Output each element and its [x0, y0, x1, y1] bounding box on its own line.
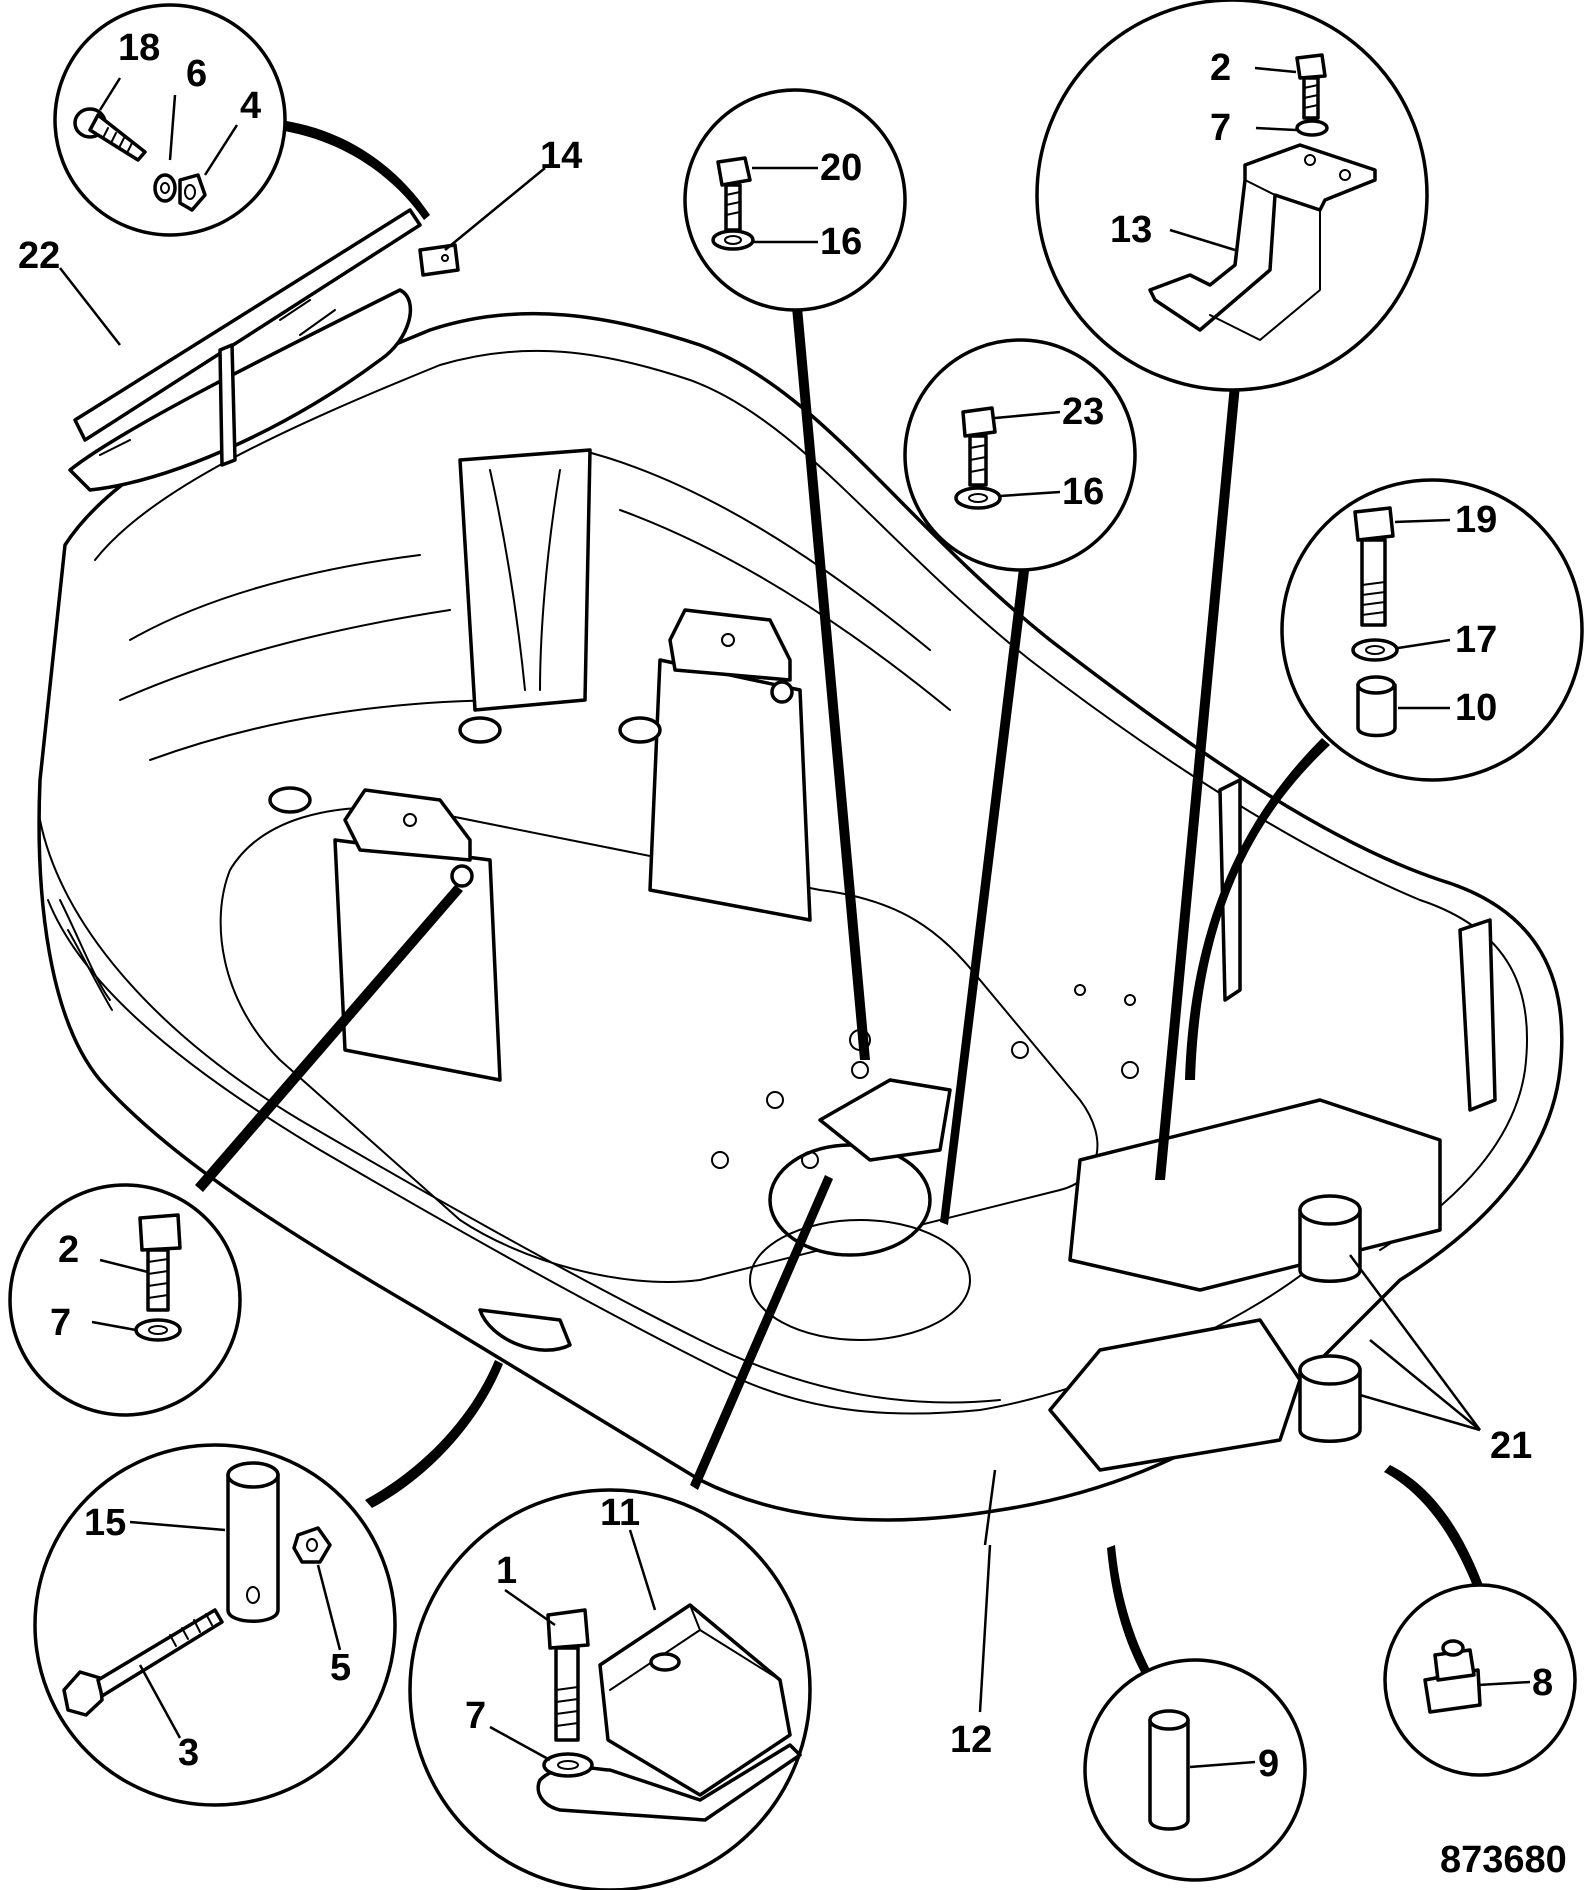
callout-2: 2: [1210, 47, 1231, 89]
bolt-23-icon: [954, 406, 1002, 510]
leader-bar: [365, 1360, 503, 1508]
bolt-2-icon: [1295, 53, 1329, 137]
figure-number: 873680: [1440, 1839, 1567, 1881]
bushing-10-icon: [1356, 675, 1397, 738]
bolt-19-icon: [1353, 506, 1395, 627]
callout-22: 22: [18, 235, 60, 277]
bolt-20-icon: [711, 156, 755, 251]
bubble-bottom-center: 1 11 7: [408, 1175, 833, 1890]
callout-15: 15: [84, 1502, 126, 1544]
callout-21: 21: [1490, 1425, 1532, 1467]
callout-2: 2: [58, 1229, 79, 1271]
callout-3: 3: [178, 1732, 199, 1774]
mount-11-icon: [536, 1603, 802, 1822]
cover-panel: [68, 208, 460, 492]
callout-16: 16: [820, 221, 862, 263]
bolt-1-icon: [542, 1608, 594, 1778]
bubble-mid-left: 2 7: [8, 885, 463, 1417]
bubble-top-left: 18 6 4: [53, 3, 430, 237]
nut-4-icon: [178, 173, 207, 212]
leader-bar: [195, 885, 463, 1192]
leader-bar: [278, 120, 430, 220]
bubble-top-right: 2 7 13: [1035, 0, 1429, 1180]
bracket-13-icon: [1148, 143, 1377, 341]
callout-7: 7: [465, 1695, 486, 1737]
callout-5: 5: [330, 1647, 351, 1689]
bubble-bottom-left: 15 5 3: [33, 1360, 503, 1807]
callout-16: 16: [1062, 471, 1104, 513]
grease-fitting-8-icon: [1423, 1639, 1482, 1714]
bubble-top-center: 20 16: [683, 88, 907, 1060]
callout-11: 11: [600, 1492, 640, 1534]
callout-19: 19: [1455, 499, 1497, 541]
callout-4: 4: [240, 85, 261, 127]
callout-6: 6: [186, 53, 207, 95]
bolt-2-icon: [134, 1213, 182, 1342]
leader-bar: [1107, 1545, 1150, 1674]
callout-9: 9: [1258, 1743, 1279, 1785]
bolt-3-icon: [62, 1608, 224, 1717]
leader-bar: [690, 1175, 833, 1490]
callout-17: 17: [1455, 619, 1497, 661]
bubble-right: 19 17 10: [1185, 478, 1584, 1080]
leader-bar: [790, 285, 870, 1060]
nut-5-icon: [292, 1526, 332, 1564]
callout-10: 10: [1455, 687, 1497, 729]
bubble-center: 23 16: [903, 338, 1137, 1225]
washer-6-icon: [153, 173, 177, 203]
main-labels: 22 14 12 21: [18, 135, 1532, 1761]
callout-1: 1: [496, 1550, 517, 1592]
callout-23: 23: [1062, 391, 1104, 433]
callout-18: 18: [118, 27, 160, 69]
callout-12: 12: [950, 1719, 992, 1761]
bubble-fitting-8: 8: [1383, 1465, 1577, 1777]
callout-8: 8: [1532, 1662, 1553, 1704]
callout-7: 7: [1210, 107, 1231, 149]
leader-bar: [940, 560, 1030, 1225]
leader-bar: [1155, 385, 1240, 1180]
bubble-pin-9: 9: [1083, 1545, 1307, 1882]
callout-13: 13: [1110, 209, 1152, 251]
pin-9-icon: [1148, 1709, 1190, 1831]
pin-15-icon: [226, 1461, 280, 1623]
bolt-18-icon: [73, 107, 147, 162]
callout-14: 14: [540, 135, 582, 177]
callout-7: 7: [50, 1302, 71, 1344]
frame-body-12: [37, 311, 1564, 1522]
washer-17-icon: [1351, 638, 1399, 662]
callout-20: 20: [820, 147, 862, 189]
